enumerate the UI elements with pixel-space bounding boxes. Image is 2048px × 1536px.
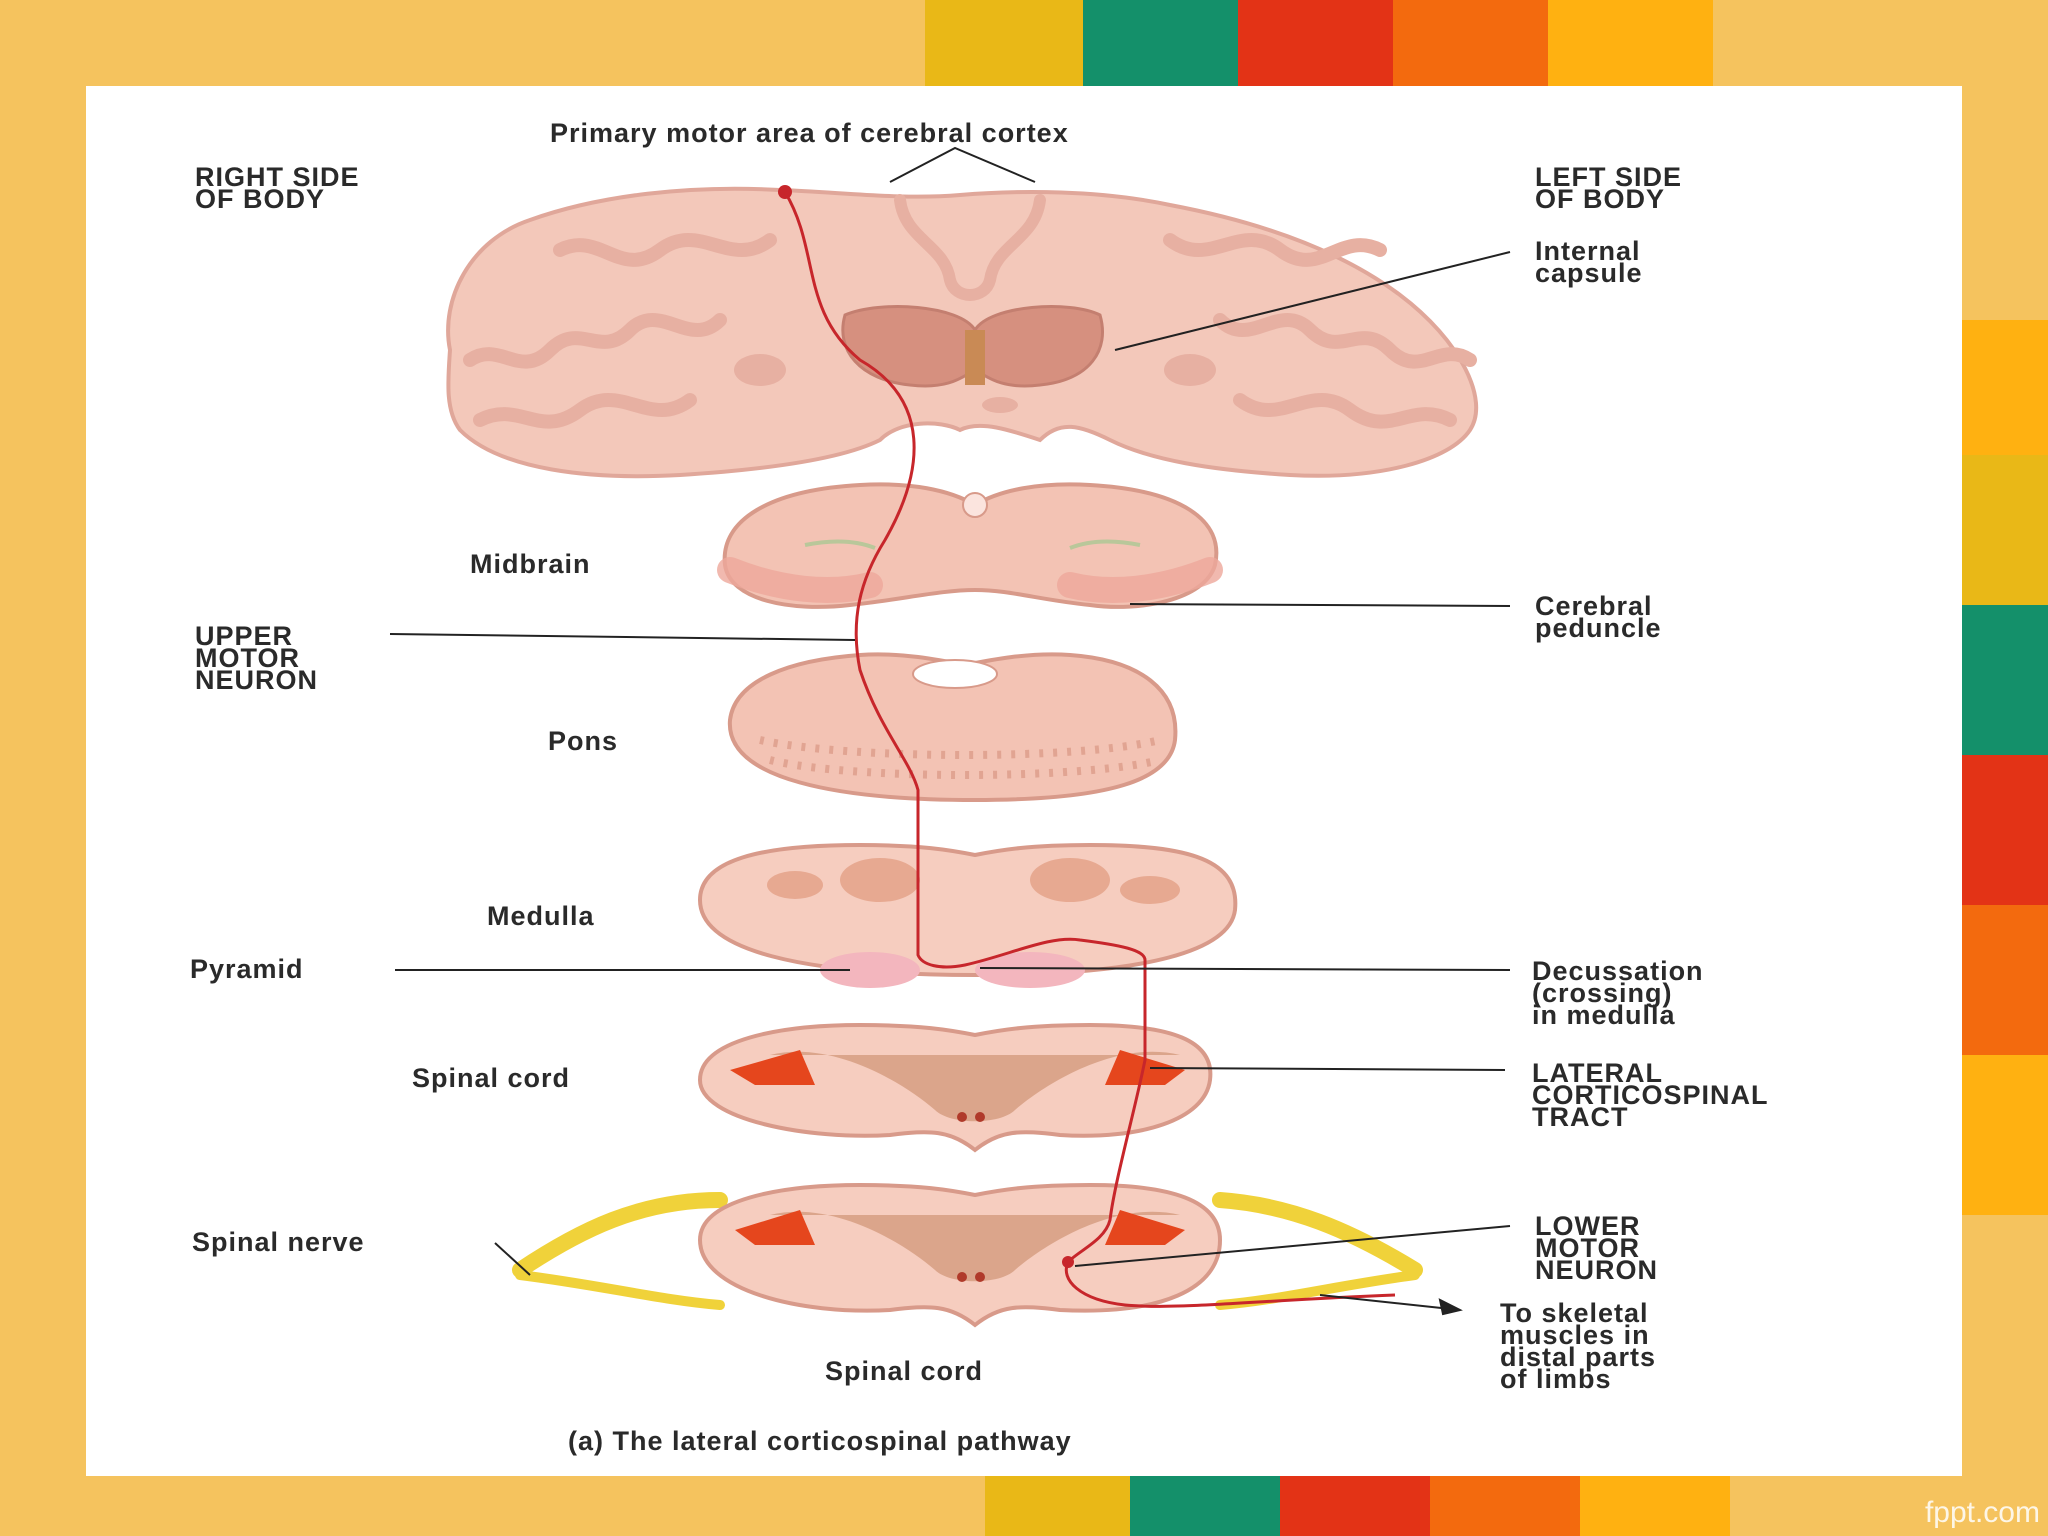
upper-motor-neuron-path bbox=[778, 185, 1396, 1308]
label-pons: Pons bbox=[548, 726, 619, 756]
stripe-right-2 bbox=[1962, 455, 2048, 605]
stripe-top-5 bbox=[1548, 0, 1713, 86]
stripe-top-2 bbox=[1083, 0, 1238, 86]
label-spinal-cord-upper: Spinal cord bbox=[412, 1063, 571, 1093]
label-spinal-nerve: Spinal nerve bbox=[192, 1227, 365, 1257]
stripe-top-1 bbox=[925, 0, 1083, 86]
stripe-bottom-2 bbox=[1130, 1476, 1280, 1536]
footer-brand[interactable]: fppt.com bbox=[1924, 1496, 2040, 1529]
stripe-right-4 bbox=[1962, 755, 2048, 905]
cerebrum-section bbox=[446, 186, 1479, 479]
label-skeletal-muscles: To skeletal muscles in distal parts of l… bbox=[1500, 1298, 1657, 1394]
stripe-right-5 bbox=[1962, 905, 2048, 1055]
stripe-bottom-4 bbox=[1430, 1476, 1580, 1536]
stripe-right-1 bbox=[1962, 320, 2048, 455]
leader-lines bbox=[389, 146, 1511, 1316]
spinal-cord-upper-section bbox=[697, 1022, 1213, 1153]
label-primary-motor-area: Primary motor area of cerebral cortex bbox=[550, 118, 1069, 148]
label-medulla: Medulla bbox=[487, 901, 595, 931]
label-upper-motor-neuron: UPPER MOTOR NEURON bbox=[195, 621, 319, 695]
label-right-side-of-body: RIGHT SIDE OF BODY bbox=[195, 162, 360, 214]
label-midbrain: Midbrain bbox=[470, 549, 591, 579]
spinal-cord-lower-section bbox=[512, 1182, 1423, 1328]
stripe-right-6 bbox=[1962, 1055, 2048, 1215]
stripe-top-3 bbox=[1238, 0, 1393, 86]
stripe-bottom-3 bbox=[1280, 1476, 1430, 1536]
label-internal-capsule: Internal capsule bbox=[1535, 236, 1643, 288]
label-decussation: Decussation (crossing) in medulla bbox=[1532, 956, 1704, 1030]
label-lateral-corticospinal-tract: LATERAL CORTICOSPINAL TRACT bbox=[1532, 1058, 1769, 1132]
label-pyramid: Pyramid bbox=[190, 954, 304, 984]
pons-section bbox=[727, 652, 1178, 803]
label-lower-motor-neuron: LOWER MOTOR NEURON bbox=[1535, 1211, 1659, 1285]
stripe-bottom-1 bbox=[985, 1476, 1130, 1536]
diagram-caption: (a) The lateral corticospinal pathway bbox=[568, 1426, 1072, 1456]
label-cerebral-peduncle: Cerebral peduncle bbox=[1535, 591, 1662, 643]
midbrain-section bbox=[717, 482, 1223, 609]
stripe-top-4 bbox=[1393, 0, 1548, 86]
stripe-bottom-5 bbox=[1580, 1476, 1730, 1536]
medulla-section bbox=[697, 842, 1238, 988]
label-spinal-cord-lower: Spinal cord bbox=[825, 1356, 984, 1386]
stripe-right-3 bbox=[1962, 605, 2048, 755]
label-left-side-of-body: LEFT SIDE OF BODY bbox=[1535, 162, 1683, 214]
